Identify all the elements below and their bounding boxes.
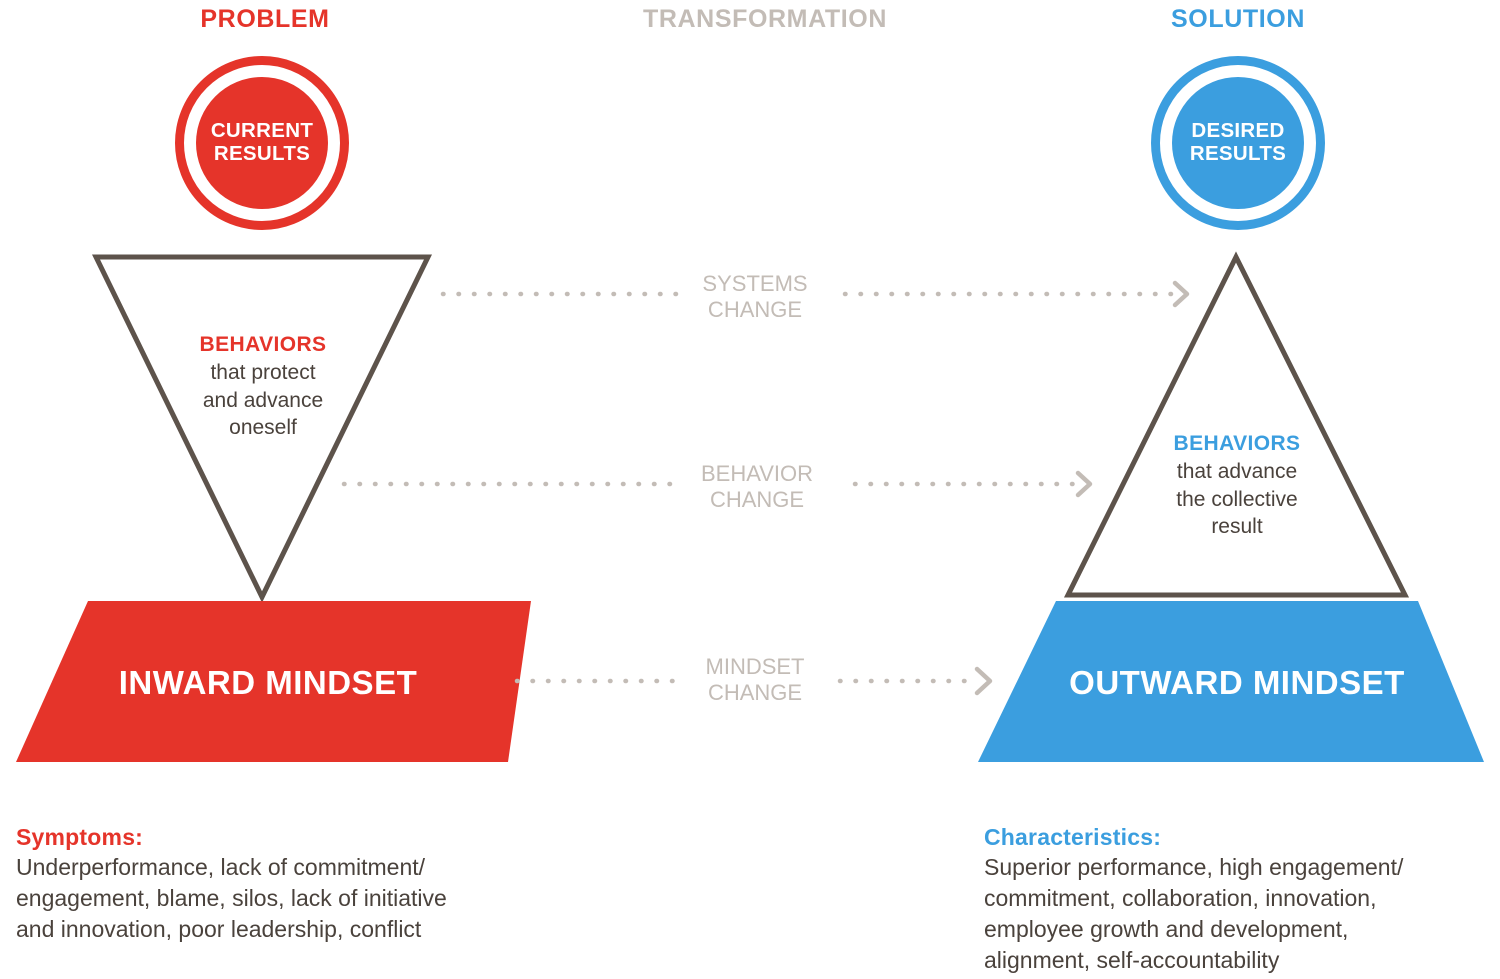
mindset-change-line2: CHANGE: [707, 680, 803, 705]
desired-results-label-line2: RESULTS: [1189, 142, 1287, 165]
characteristics-body: Superior performance, high engagement/ c…: [984, 854, 1404, 974]
solution-behaviors-title: BEHAVIORS: [1173, 432, 1301, 455]
characteristics-title: Characteristics:: [984, 824, 1162, 850]
current-results-label-line2: RESULTS: [213, 142, 311, 165]
symptoms-block: Symptoms: Underperformance, lack of comm…: [16, 824, 536, 945]
characteristics-block: Characteristics: Superior performance, h…: [984, 824, 1500, 976]
mindset-change-arrow: [514, 666, 993, 696]
systems-change-line2: CHANGE: [707, 297, 803, 322]
problem-behaviors-text: BEHAVIORS that protect and advance onese…: [148, 333, 378, 442]
desired-results-label-line1: DESIRED: [1191, 119, 1285, 143]
inward-mindset-trapezoid: [16, 601, 531, 762]
systems-change-label: SYSTEMS CHANGE: [702, 271, 807, 323]
column-header-solution: SOLUTION: [1171, 5, 1305, 33]
behavior-change-arrow: [341, 470, 1093, 498]
mindset-change-label: MINDSET CHANGE: [706, 654, 805, 706]
problem-behaviors-body: that protect and advance oneself: [202, 361, 324, 440]
systems-change-arrow: [440, 280, 1190, 308]
mindset-change-line1: MINDSET: [705, 654, 805, 680]
solution-behaviors-triangle: [1063, 251, 1410, 598]
problem-behaviors-triangle: [91, 254, 433, 603]
behavior-change-label: BEHAVIOR CHANGE: [701, 461, 813, 513]
current-results-inner-disc: CURRENT RESULTS: [196, 77, 328, 209]
solution-behaviors-body: that advance the collective result: [1176, 460, 1298, 539]
solution-behaviors-text: BEHAVIORS that advance the collective re…: [1122, 432, 1352, 541]
behavior-change-line1: BEHAVIOR: [700, 461, 814, 487]
systems-change-line1: SYSTEMS: [702, 271, 808, 297]
column-header-transformation: TRANSFORMATION: [642, 5, 888, 33]
desired-results-inner-disc: DESIRED RESULTS: [1172, 77, 1304, 209]
column-header-problem: PROBLEM: [200, 5, 330, 33]
current-results-circle: CURRENT RESULTS: [175, 56, 349, 230]
current-results-label-line1: CURRENT: [210, 119, 314, 143]
inward-mindset-label: INWARD MINDSET: [118, 664, 418, 701]
behavior-change-line2: CHANGE: [709, 487, 805, 512]
problem-behaviors-title: BEHAVIORS: [199, 333, 327, 356]
desired-results-circle: DESIRED RESULTS: [1151, 56, 1325, 230]
outward-mindset-label: OUTWARD MINDSET: [1069, 664, 1405, 701]
outward-mindset-trapezoid: [978, 601, 1484, 762]
symptoms-body: Underperformance, lack of commitment/ en…: [16, 854, 447, 943]
current-results-outer-ring: [175, 56, 349, 230]
desired-results-outer-ring: [1151, 56, 1325, 230]
symptoms-title: Symptoms:: [16, 824, 144, 850]
